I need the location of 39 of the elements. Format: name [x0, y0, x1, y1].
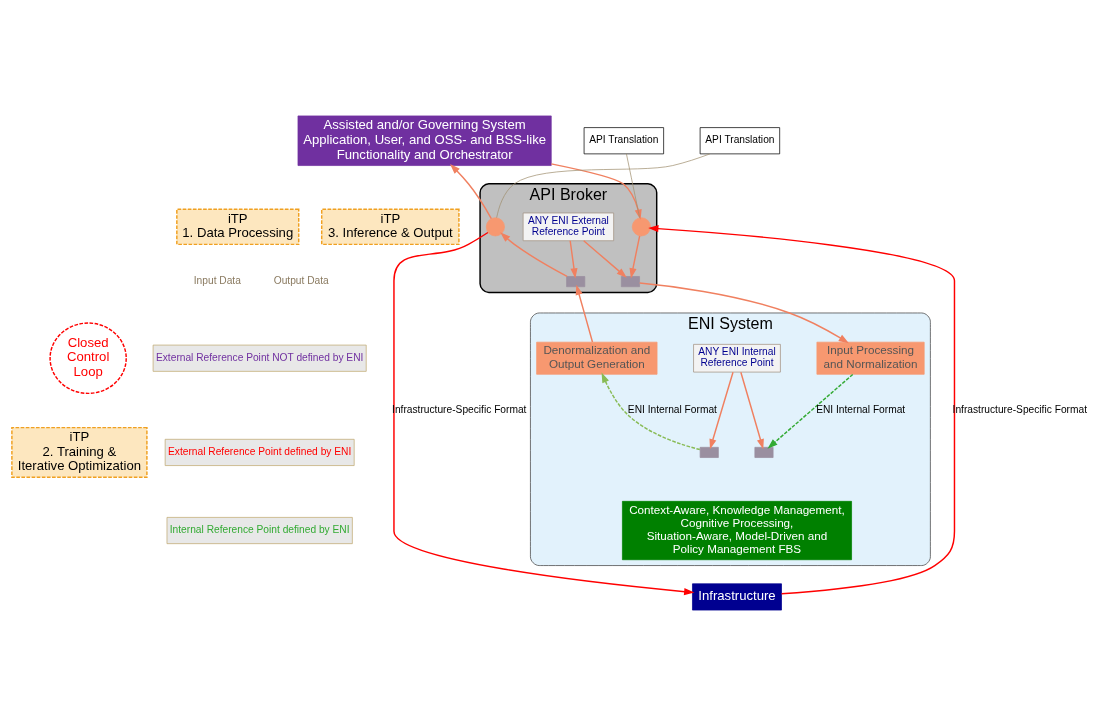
node-box: API Translation [583, 126, 664, 154]
node-box: Context-Aware, Knowledge Management, Cognitive Processing, Situation-Aware, Model-Driven and Policy Management FBS [622, 500, 852, 560]
node-box: Denormalization and Output Generation [536, 341, 658, 375]
legend-label: Internal Reference Point defined by ENI [169, 523, 350, 535]
arrow [767, 373, 854, 449]
node-box [754, 446, 774, 458]
arrow [638, 281, 849, 343]
node-box [566, 275, 586, 287]
node-box: ANY ENI External Reference Point [522, 212, 614, 241]
legend-label: External Reference Point defined by ENI [168, 445, 352, 457]
arrow [393, 231, 695, 595]
arrow [575, 284, 594, 343]
arrow [629, 234, 641, 278]
arrow [740, 371, 764, 449]
node-circle [631, 216, 651, 236]
label: Input Data [193, 274, 241, 286]
arrow [583, 239, 627, 278]
node-box [699, 446, 719, 458]
node-box: API Translation [699, 126, 781, 154]
node-box: iTP 2. Training & Iterative Optimization [11, 426, 148, 478]
node-box [620, 275, 640, 287]
node-box: Input Processing and Normalization [816, 341, 925, 375]
node-circle [485, 216, 505, 236]
node-box: Infrastructure [692, 582, 782, 610]
arrow [648, 224, 956, 594]
node-box: ANY ENI Internal Reference Point [693, 343, 781, 372]
node-box: iTP 3. Inference & Output [320, 208, 460, 245]
edge-label: ENI Internal Format [627, 403, 717, 415]
node-box: iTP 1. Data Processing [176, 208, 300, 245]
arrow [450, 163, 493, 219]
label: Output Data [273, 274, 329, 286]
node-circle: Closed Control Loop [49, 321, 127, 394]
arrow [569, 239, 578, 278]
arrow [601, 372, 701, 450]
arrow [500, 231, 568, 277]
arrow [709, 371, 734, 449]
node-box: Assisted and/or Governing System Application, User, and OSS- and BSS-like Functionality and Orchestrator [297, 115, 552, 166]
legend-label: External Reference Point NOT defined by ENI [155, 351, 364, 363]
edge-label: ENI Internal Format [816, 403, 906, 415]
